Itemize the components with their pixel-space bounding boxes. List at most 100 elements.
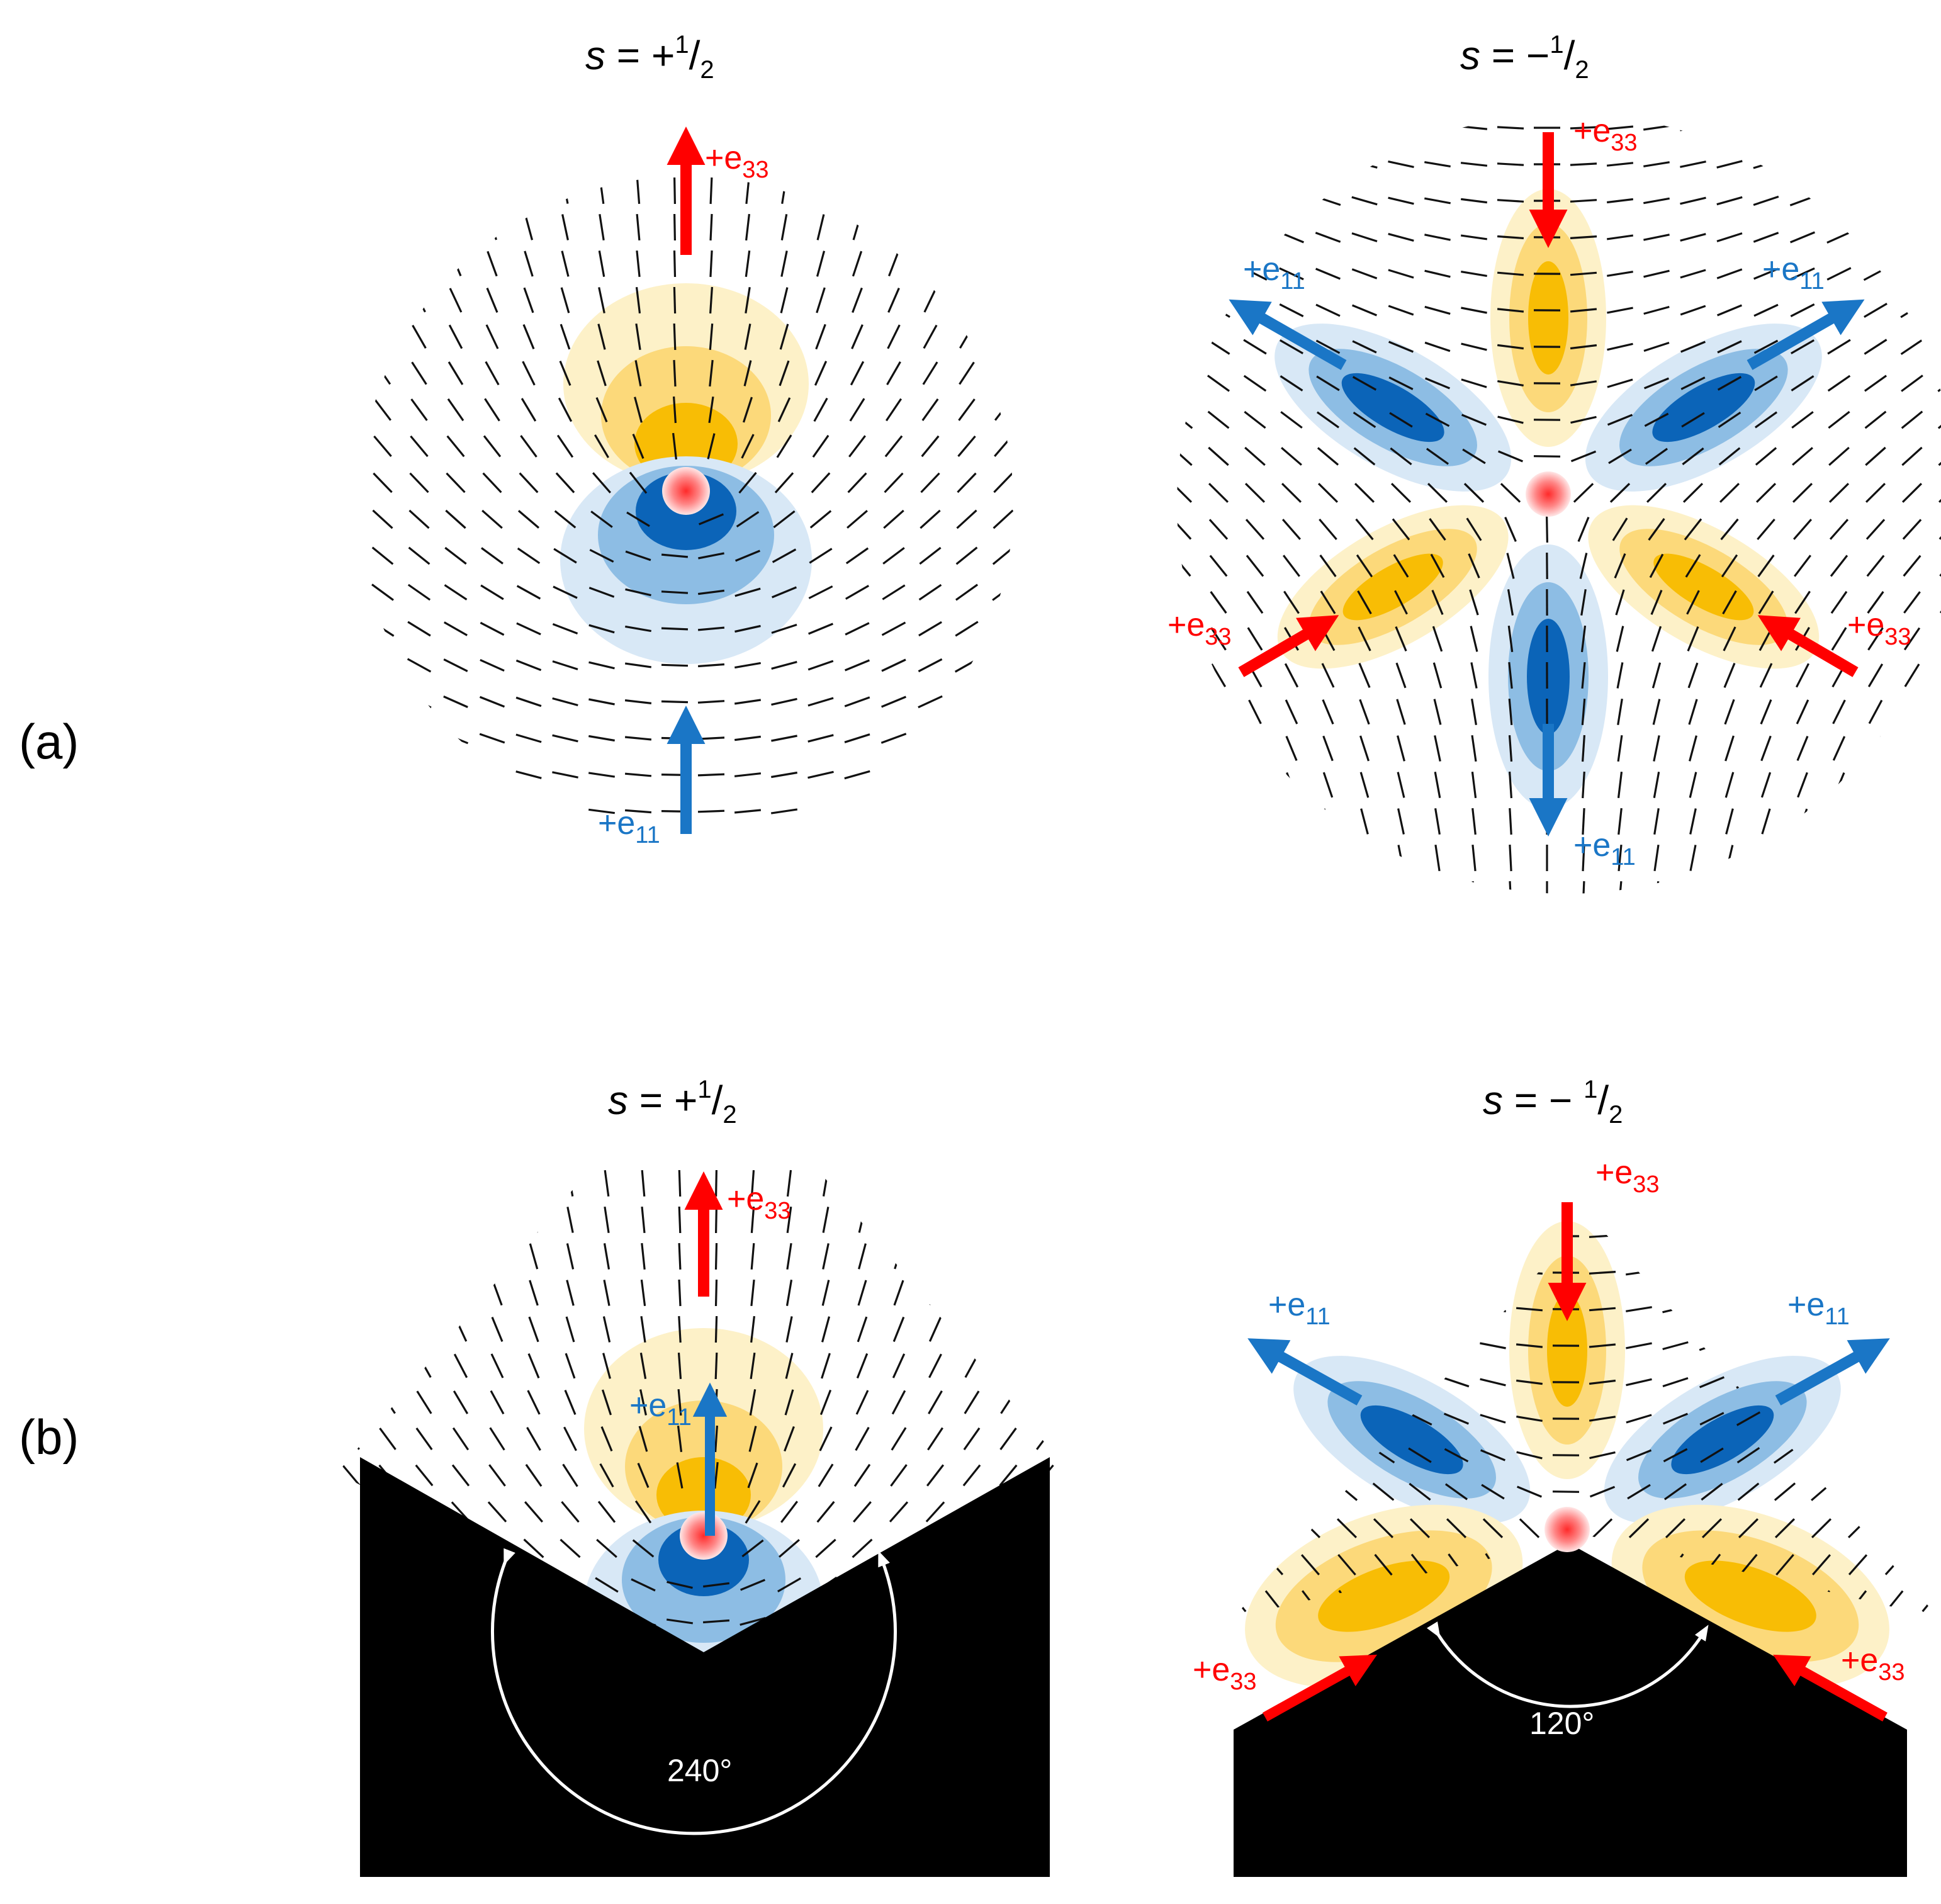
director-dash <box>1298 1195 1323 1204</box>
director-dash <box>455 1243 466 1270</box>
director-dash <box>918 583 942 601</box>
director-dash <box>1739 1553 1758 1576</box>
director-dash <box>1723 626 1736 651</box>
angle-label-b-left: 240° <box>667 1753 732 1788</box>
director-dash <box>1136 448 1156 465</box>
director-dash <box>1279 87 1304 95</box>
director-dash <box>1443 1341 1470 1351</box>
director-dash <box>1426 448 1449 465</box>
director-dash <box>1589 1485 1616 1498</box>
director-dash <box>479 696 505 708</box>
director-dash <box>1516 1379 1543 1385</box>
director-dash <box>1261 1159 1286 1168</box>
director-dash <box>1607 90 1633 93</box>
director-dash <box>565 1353 576 1379</box>
director-dash <box>1653 808 1660 835</box>
director-dash <box>376 251 390 276</box>
director-dash <box>1153 1339 1175 1353</box>
director-dash <box>1901 483 1923 503</box>
director-dash <box>1000 1390 1016 1414</box>
director-dash <box>855 1390 869 1415</box>
director-dash <box>335 658 357 672</box>
director-dash <box>1380 1881 1387 1904</box>
title-b-right: s = − 1/2 <box>1483 1076 1623 1129</box>
arrow-e33-b-right-right <box>1772 1654 1888 1721</box>
director-dash <box>894 1243 904 1270</box>
director-dash <box>1315 232 1341 243</box>
director-dash <box>1248 736 1262 761</box>
director-dash <box>1359 699 1370 725</box>
director-dash <box>1195 1845 1206 1869</box>
director-dash <box>1937 338 1941 356</box>
director-dash <box>1135 339 1156 354</box>
director-dash <box>892 1316 905 1343</box>
director-dash <box>342 1464 361 1487</box>
director-dash <box>677 1426 683 1452</box>
director-dash <box>1882 1122 1907 1131</box>
director-dash <box>1230 1627 1246 1648</box>
director-dash <box>1424 341 1451 352</box>
director-dash <box>1627 1484 1651 1500</box>
director-dash <box>1918 1302 1938 1317</box>
director-dash <box>1847 1518 1869 1538</box>
director-dash <box>882 547 905 565</box>
director-dash <box>883 509 904 529</box>
director-dash <box>1688 699 1698 725</box>
director-dash <box>1393 554 1409 578</box>
director-dash <box>1234 1518 1248 1538</box>
director-dash <box>853 1463 871 1487</box>
director-dash <box>1674 1880 1677 1904</box>
director-dash <box>777 397 791 422</box>
director-dash <box>1242 230 1268 244</box>
director-dash <box>526 1427 541 1451</box>
director-dash <box>1134 231 1157 244</box>
director-dash <box>409 472 429 493</box>
director-dash <box>1792 519 1813 540</box>
director-dash <box>1190 1303 1213 1316</box>
director-dash <box>340 252 352 275</box>
director-dash <box>1570 450 1597 463</box>
director-dash <box>782 141 786 167</box>
director-dash <box>1471 844 1477 872</box>
director-dash <box>1037 1354 1053 1378</box>
director-dash <box>709 213 713 241</box>
director-dash <box>773 510 796 529</box>
director-dash <box>1225 1122 1250 1131</box>
director-dash <box>1190 1411 1212 1427</box>
director-dash <box>1462 448 1486 465</box>
director-dash <box>709 359 714 387</box>
director-dash <box>918 658 943 673</box>
director-dash <box>1687 662 1699 689</box>
director-dash <box>1890 1881 1899 1904</box>
director-dash <box>1177 736 1190 761</box>
director-dash <box>714 1352 718 1380</box>
director-dash <box>1663 1448 1688 1463</box>
director-dash <box>1925 1736 1938 1759</box>
director-dash <box>888 214 899 240</box>
director-dash <box>1159 1881 1170 1904</box>
director-dash <box>917 732 943 745</box>
director-dash <box>991 768 1013 782</box>
director-dash <box>918 621 942 637</box>
director-dash <box>406 769 432 781</box>
director-dash <box>1772 1159 1798 1166</box>
director-dash <box>750 1279 755 1307</box>
director-dash <box>456 1170 466 1197</box>
director-dash <box>381 1244 395 1269</box>
director-dash <box>1336 1518 1358 1538</box>
director-dash <box>678 1169 682 1197</box>
director-dash <box>714 1242 718 1270</box>
director-dash <box>1137 592 1154 612</box>
director-dash <box>1480 1378 1506 1387</box>
director-dash <box>1446 1518 1467 1538</box>
director-dash <box>1686 590 1700 615</box>
director-dash <box>954 769 980 781</box>
director-dash <box>1903 555 1921 577</box>
label-e33-a-left: +e33 <box>705 140 769 183</box>
yellow-lobe-a-left <box>563 283 809 485</box>
director-dash <box>1315 123 1341 133</box>
director-dash <box>520 435 537 458</box>
director-dash <box>852 1538 873 1558</box>
director-dash <box>552 771 578 779</box>
director-dash <box>1616 626 1624 652</box>
